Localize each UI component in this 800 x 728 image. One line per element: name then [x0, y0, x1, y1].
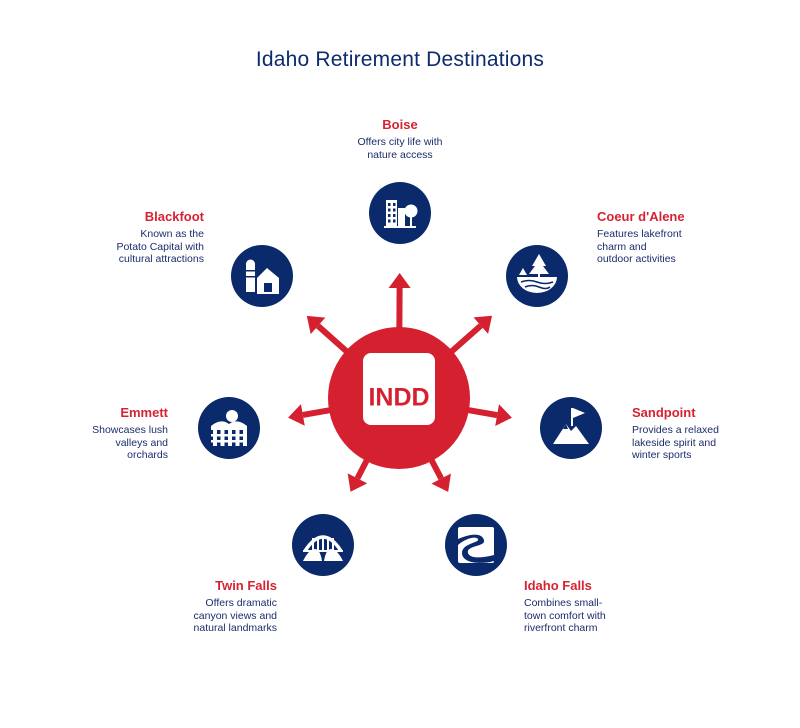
- node-emmett: [198, 397, 260, 459]
- label-idaho-falls: Idaho Falls Combines small- town comfort…: [524, 578, 684, 635]
- desc-line: Showcases lush: [92, 424, 168, 436]
- destination-desc: Showcases lush valleys and orchards: [8, 424, 168, 462]
- destination-name: Boise: [382, 117, 418, 132]
- desc-line: valleys and: [115, 436, 168, 449]
- desc-line: orchards: [127, 449, 168, 461]
- city-icon: [384, 200, 418, 228]
- desc-line: Known as the: [140, 228, 204, 240]
- desc-line: outdoor activities: [597, 253, 676, 265]
- node-circle: [540, 397, 602, 459]
- destination-nodes: [198, 182, 602, 576]
- arrow-head: [431, 473, 451, 492]
- node-twin-falls: [292, 514, 354, 576]
- desc-line: Provides a relaxed: [632, 424, 719, 436]
- destination-desc: Provides a relaxed lakeside spirit and w…: [632, 424, 792, 462]
- bridge-icon: [303, 535, 343, 561]
- destination-name: Coeur d'Alene: [597, 209, 685, 224]
- destination-desc: Features lakefront charm and outdoor act…: [597, 228, 757, 266]
- desc-line: natural landmarks: [193, 622, 277, 634]
- arrow-head: [288, 404, 305, 426]
- arrow-head: [495, 404, 512, 426]
- arrow-head: [347, 473, 368, 492]
- destination-desc: Offers city life with nature access: [320, 136, 480, 161]
- arrow-head: [473, 315, 493, 334]
- valley-fence-icon: [211, 410, 247, 446]
- destination-name: Emmett: [120, 405, 168, 420]
- label-coeur-dalene: Coeur d'Alene Features lakefront charm a…: [597, 209, 757, 266]
- desc-line: lakeside spirit and: [632, 436, 717, 449]
- destination-name: Sandpoint: [632, 405, 696, 420]
- desc-line: Potato Capital with: [116, 240, 204, 253]
- desc-line: Features lakefront: [597, 228, 682, 240]
- hub-label: INDD: [368, 384, 429, 412]
- desc-line: cultural attractions: [118, 253, 204, 265]
- label-boise: Boise Offers city life with nature acces…: [320, 117, 480, 161]
- desc-line: riverfront charm: [524, 622, 598, 634]
- destination-name: Twin Falls: [215, 578, 277, 593]
- destination-desc: Combines small- town comfort with riverf…: [524, 597, 684, 635]
- label-sandpoint: Sandpoint Provides a relaxed lakeside sp…: [632, 405, 792, 462]
- barn-silo-icon: [246, 259, 279, 294]
- desc-line: winter sports: [632, 449, 692, 461]
- desc-line: Offers city life with: [357, 136, 443, 148]
- label-emmett: Emmett Showcases lush valleys and orchar…: [8, 405, 168, 462]
- label-twin-falls: Twin Falls Offers dramatic canyon views …: [117, 578, 277, 635]
- node-circle: [506, 245, 568, 307]
- node-idaho-falls: [445, 514, 507, 576]
- arrow-head: [306, 315, 326, 335]
- node-sandpoint: [540, 397, 602, 459]
- desc-line: town comfort with: [524, 609, 606, 622]
- mountain-flag-icon: [553, 408, 589, 444]
- node-blackfoot: [231, 245, 293, 307]
- desc-line: nature access: [367, 148, 433, 161]
- center-hub: INDD: [328, 327, 470, 469]
- page-title: Idaho Retirement Destinations: [255, 48, 545, 71]
- label-blackfoot: Blackfoot Known as the Potato Capital wi…: [44, 209, 204, 266]
- destination-name: Idaho Falls: [524, 578, 592, 593]
- desc-line: charm and: [597, 240, 647, 253]
- arrow-head: [388, 272, 411, 289]
- desc-line: canyon views and: [193, 609, 277, 622]
- desc-line: Combines small-: [524, 597, 603, 609]
- desc-line: Offers dramatic: [205, 597, 277, 609]
- destination-name: Blackfoot: [144, 209, 204, 224]
- node-boise: [369, 182, 431, 244]
- destination-desc: Offers dramatic canyon views and natural…: [117, 597, 277, 635]
- hub-logo-box: [363, 353, 435, 425]
- lake-tree-icon: [517, 254, 557, 293]
- river-icon: [458, 527, 494, 563]
- destination-desc: Known as the Potato Capital with cultura…: [44, 228, 204, 266]
- node-coeur-d-alene: [506, 245, 568, 307]
